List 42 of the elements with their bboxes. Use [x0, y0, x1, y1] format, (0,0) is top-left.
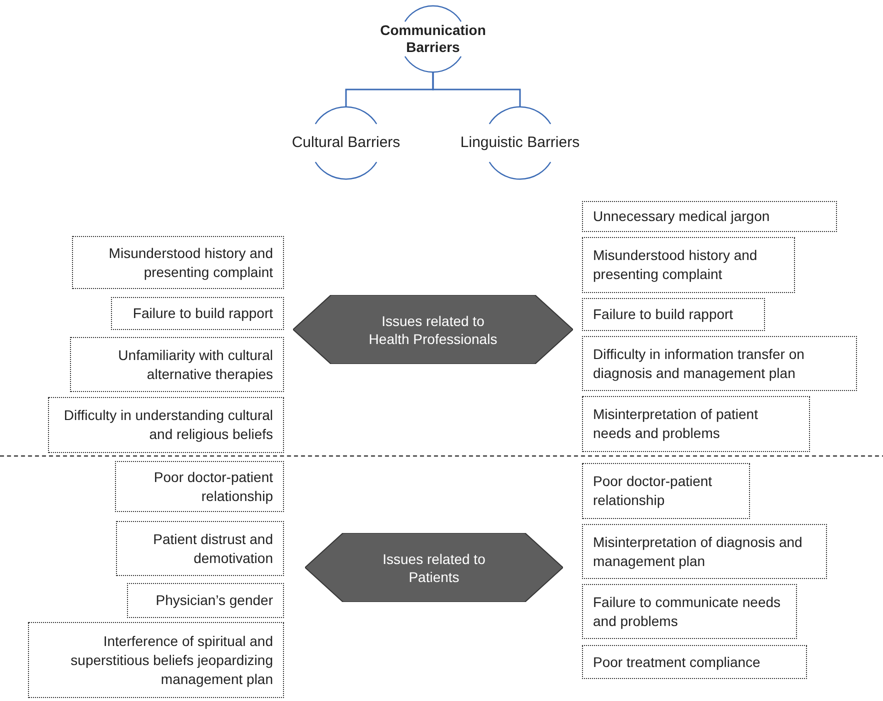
dotted-box [582, 396, 810, 452]
dotted-box [582, 237, 795, 293]
dotted-box [582, 336, 857, 391]
node-text: Physician’s gender [156, 591, 273, 610]
node-text: Misinterpretation of patient needs and problems [593, 405, 759, 443]
dotted-box [111, 297, 284, 330]
node-text: Poor doctor-patient relationship [593, 472, 714, 510]
node-text: Failure to build rapport [132, 304, 273, 323]
node-text: Misunderstood history and presenting complaint [108, 244, 273, 282]
hexagon-node [293, 295, 573, 364]
connector-line [432, 72, 521, 107]
node-text: Failure to build rapport [593, 305, 734, 324]
node-text: Poor treatment compliance [593, 652, 760, 672]
node-text: Failure to communicate needs and problems [593, 592, 782, 630]
node-text: Patient distrust and demotivation [152, 530, 273, 568]
node-text: Unfamiliarity with cultural alternative therapies [117, 346, 273, 384]
dotted-box [48, 397, 284, 453]
node-text: Issues related to Patients [382, 550, 486, 586]
dotted-box [582, 584, 797, 639]
dotted-box [582, 298, 765, 331]
node-text: Difficulty in information transfer on diagnosis and management plan [593, 344, 806, 382]
dotted-box [582, 201, 837, 232]
hexagon-node [305, 533, 563, 602]
dotted-box [72, 236, 284, 289]
dotted-box [70, 337, 284, 392]
node-text: Poor doctor-patient relationship [152, 468, 273, 506]
node-text: Difficulty in understanding cultural and religious beliefs [62, 406, 273, 444]
dotted-box [116, 521, 284, 576]
node-text: Unnecessary medical jargon [593, 207, 770, 226]
node-text: Interference of spiritual and superstitious beliefs jeopardizing management plan [70, 632, 273, 688]
dotted-box [28, 622, 284, 698]
dotted-box [115, 461, 284, 512]
node-text: Issues related to Health Professionals [368, 312, 498, 348]
dotted-box [582, 645, 807, 679]
dotted-box [127, 583, 284, 618]
node-text: Communication Barriers [379, 22, 487, 56]
node-text: Misunderstood history and presenting complaint [593, 246, 758, 284]
node-text: Misinterpretation of diagnosis and management plan [593, 532, 804, 570]
dotted-box [582, 463, 750, 519]
node-text: Cultural Barriers [292, 133, 400, 153]
node-text: Linguistic Barriers [460, 133, 580, 153]
dotted-box [582, 524, 827, 579]
